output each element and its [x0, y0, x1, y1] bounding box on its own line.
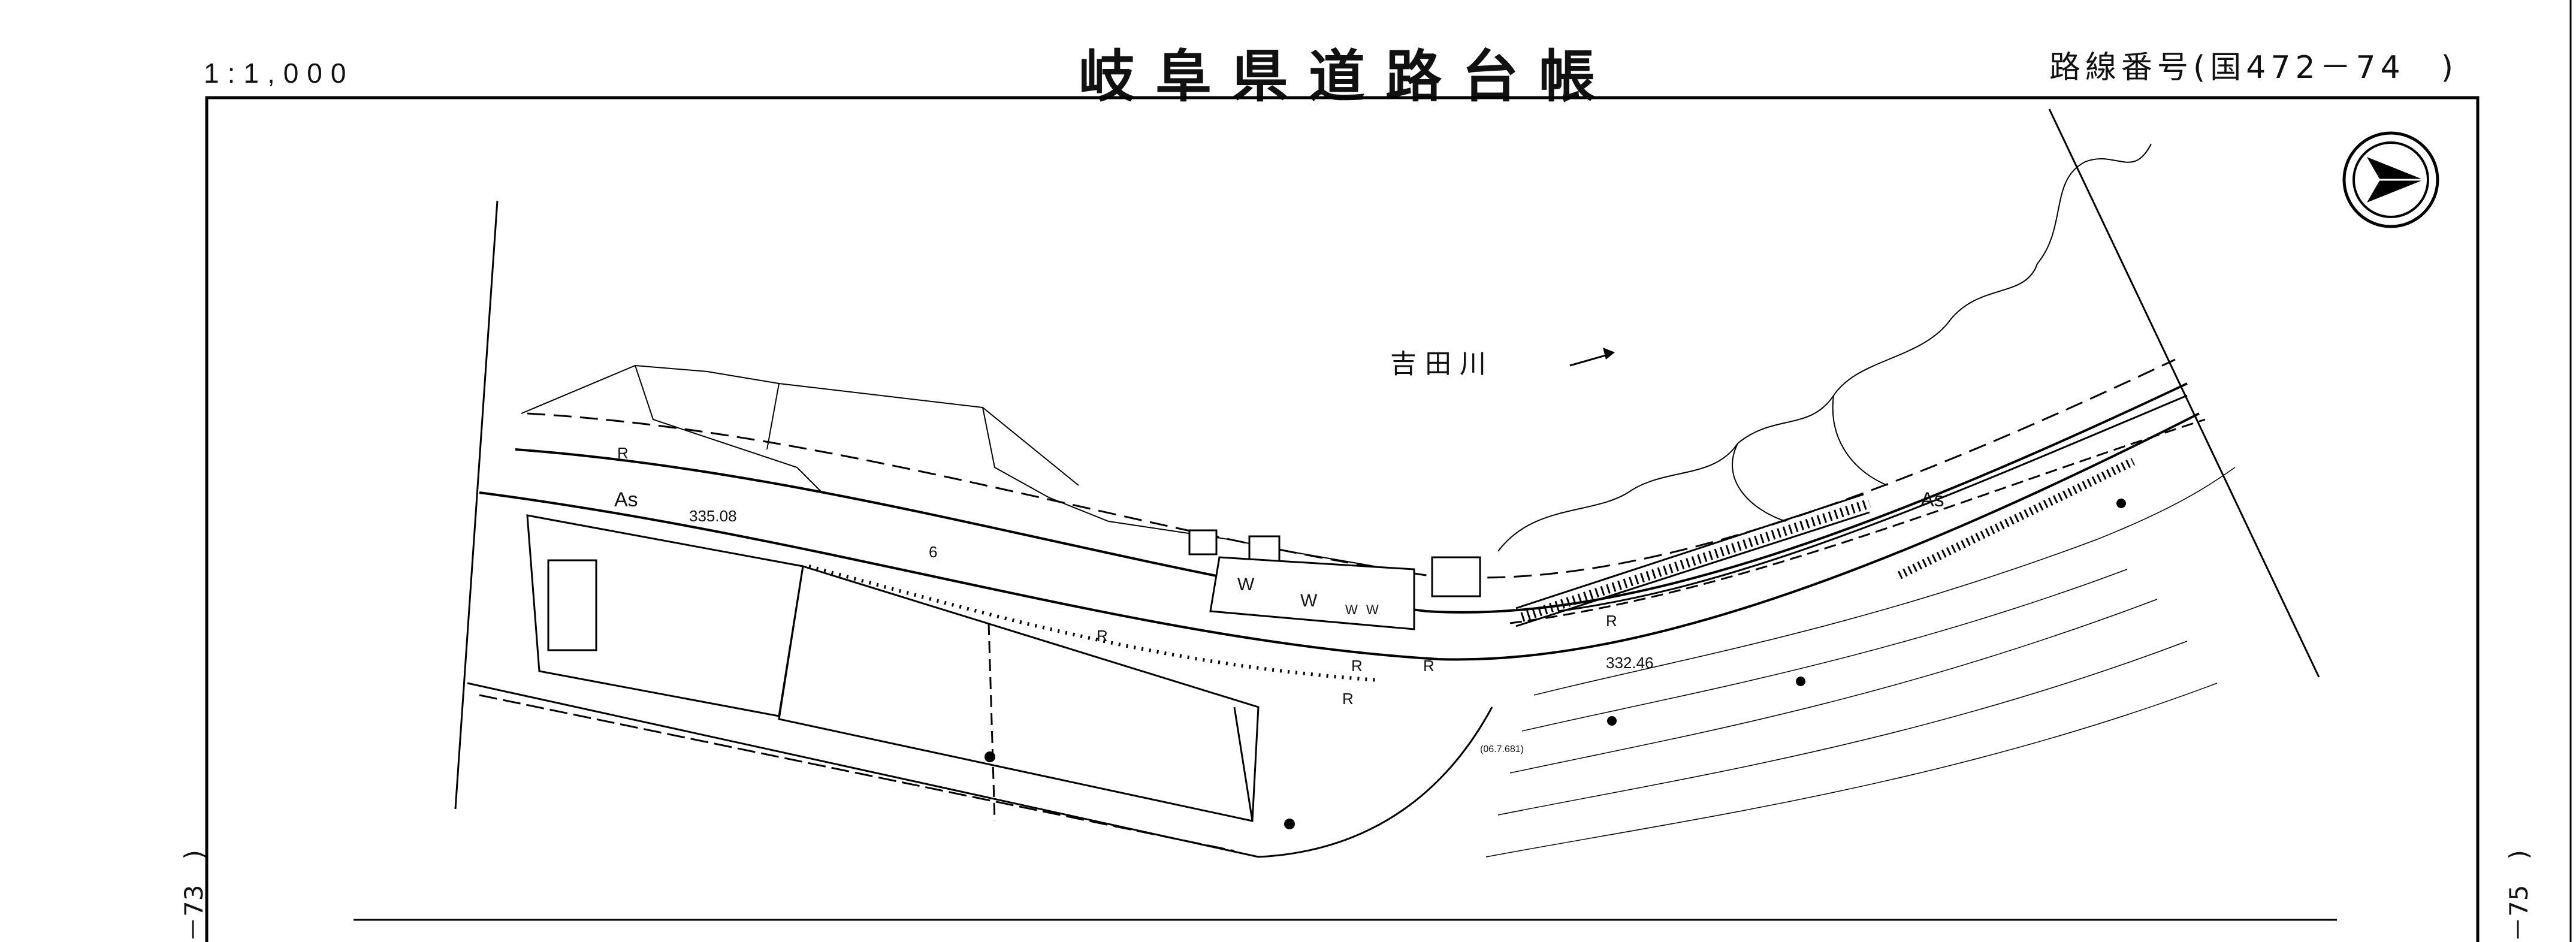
rail-label: R [1423, 657, 1435, 675]
river-contours [1485, 467, 2236, 858]
rail-label: R [617, 444, 629, 462]
map-scale: 1:1,000 [204, 58, 355, 89]
road-number-label: 6 [929, 543, 937, 561]
rail-label: R [1606, 612, 1617, 630]
vegetation-canopy [1497, 143, 2152, 552]
field-parcels [467, 514, 1493, 858]
survey-points [985, 499, 2126, 829]
north-arrow-icon [2342, 131, 2439, 228]
buildings [1188, 529, 1481, 630]
pavement-label: As [1920, 488, 1944, 511]
building-label: W [1237, 575, 1255, 594]
elevation-label: 332.46 [1606, 654, 1654, 672]
rail-label: R [1097, 627, 1108, 645]
pavement-label: As [614, 488, 638, 511]
building-label: W [1366, 602, 1379, 617]
rail-label: R [1342, 690, 1354, 708]
route-number: 路線番号(国472－74 ) [2049, 50, 2458, 86]
guard-fence [1515, 457, 2136, 627]
slope-areas [521, 364, 1427, 576]
building-label: W [1300, 591, 1318, 611]
elevation-label: 335.08 [689, 507, 737, 525]
sheet-boundary-left [454, 200, 499, 810]
rail-label: R [1351, 657, 1363, 675]
sheet-boundary-right [2048, 108, 2320, 678]
road-edges [479, 358, 2206, 682]
map-frame [205, 96, 2480, 942]
river-label: 吉 田 川 [1390, 349, 1486, 379]
survey-note: (06.7.681) [1480, 744, 1524, 754]
building-label: W [1345, 602, 1358, 617]
river-flow-arrow [1569, 348, 1615, 367]
